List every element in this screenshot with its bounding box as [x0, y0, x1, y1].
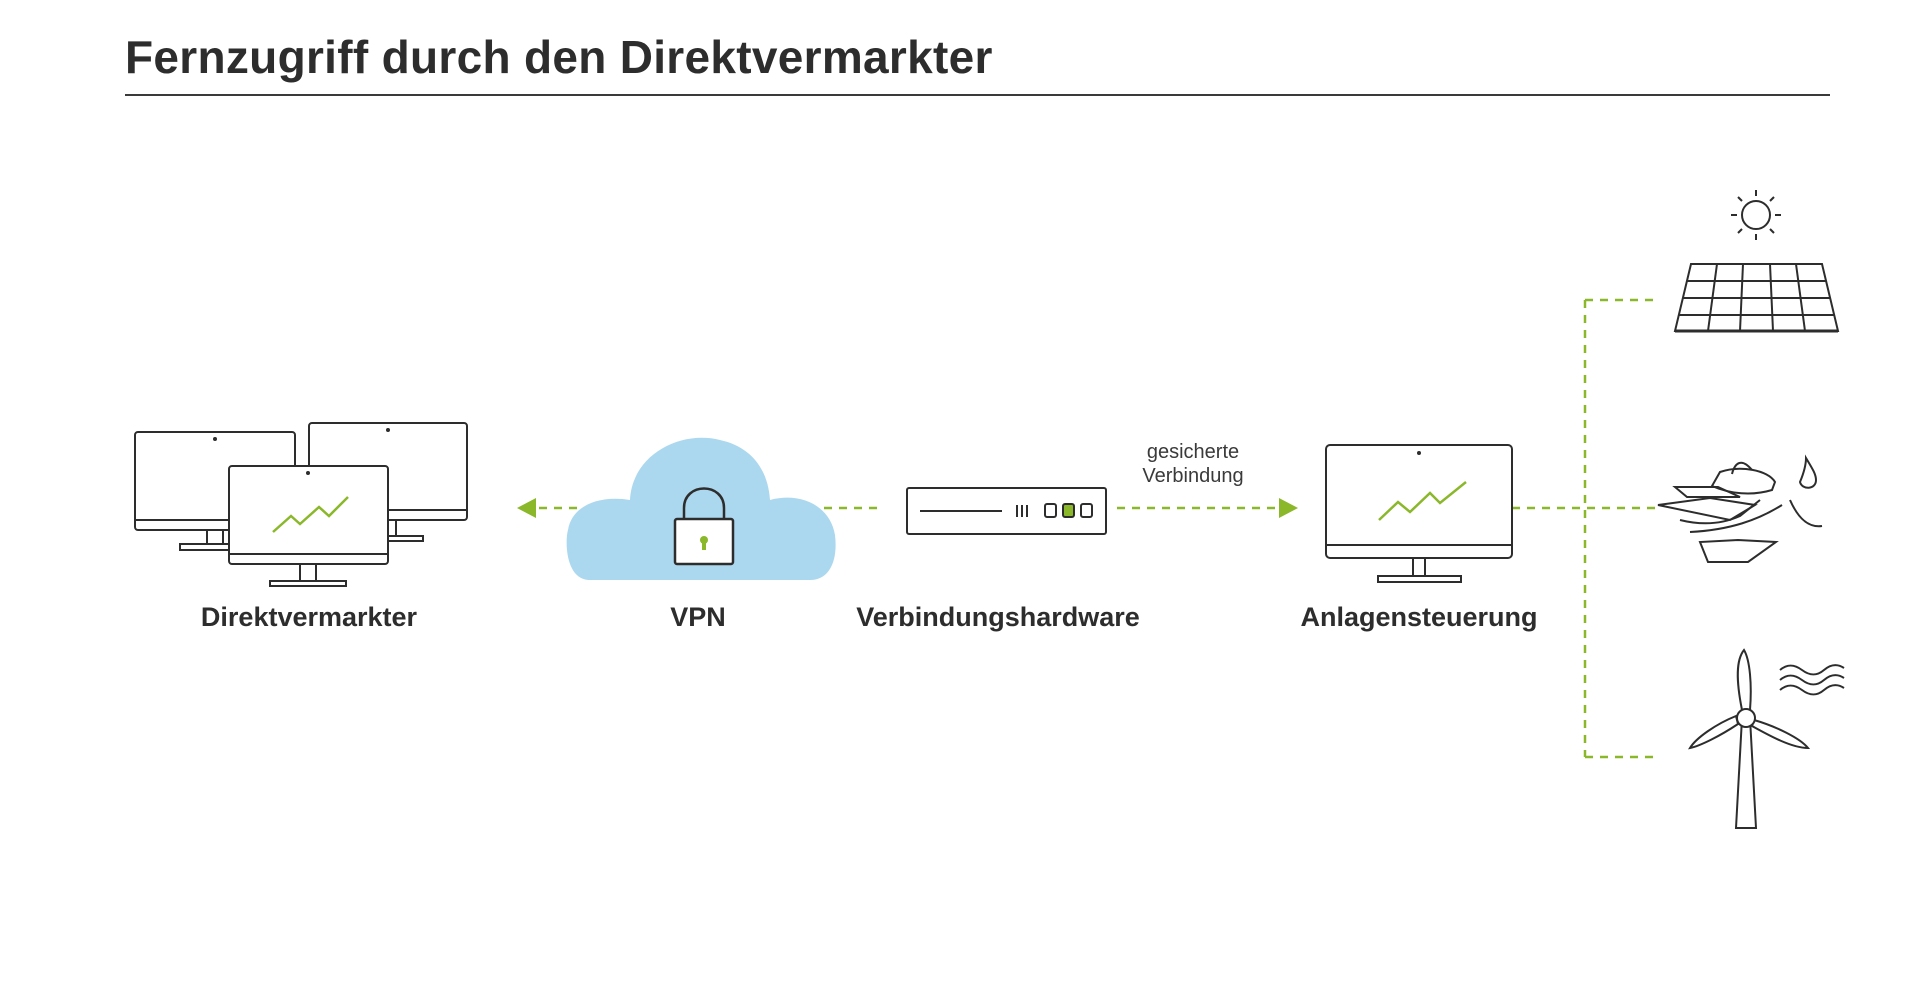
secure-connection-line — [1117, 498, 1298, 518]
solar-panel-sun-icon — [1673, 190, 1840, 333]
monitor-chart-icon — [1325, 444, 1513, 583]
hydro-turbine-icon — [1657, 454, 1823, 563]
connection-label-line-2: Verbindung — [1142, 465, 1244, 487]
energy-branch-lines — [1512, 298, 1655, 759]
router-device-icon — [906, 487, 1107, 535]
cloud-lock-icon — [566, 437, 836, 580]
connection-label-line-1: gesicherte — [1146, 441, 1240, 463]
page-title: Fernzugriff durch den Direktvermarkter — [125, 31, 993, 83]
connection-label: gesicherte Verbindung — [1142, 440, 1243, 488]
monitor-group-icon — [134, 422, 468, 587]
node-label-verbindungshardware: Verbindungshardware — [856, 602, 1140, 632]
node-label-anlagensteuerung: Anlagensteuerung — [1300, 602, 1538, 632]
wind-turbine-icon — [1687, 648, 1845, 829]
node-label-vpn: VPN — [670, 602, 726, 632]
title-divider — [125, 94, 1830, 96]
node-label-direktvermarkter: Direktvermarkter — [200, 602, 418, 632]
